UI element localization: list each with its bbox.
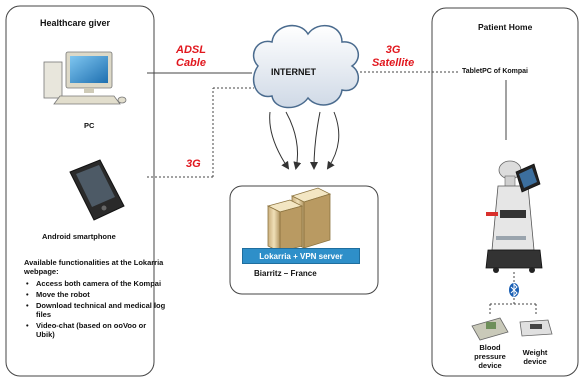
feature-item: Move the robot [26,290,166,299]
satellite-label: 3G Satellite [372,44,414,70]
features-title: Available functionalities at the Lokarri… [24,258,164,276]
weight-device-label: Weight device [515,348,555,366]
adsl-cable-label: ADSL Cable [176,44,206,70]
bluetooth-icon [509,282,519,298]
healthcare-title: Healthcare giver [40,18,111,28]
features-list: Access both camera of the Kompai Move th… [24,279,166,341]
patient-home-title: Patient Home [478,22,533,32]
internet-label: INTERNET [271,67,316,77]
bp-line1: Blood [479,343,501,352]
arrow-server-cloud-4 [326,111,340,170]
blood-pressure-device-icon [471,317,509,341]
threeg-label: 3G [186,158,201,170]
feature-item: Download technical and medical log files [26,301,166,319]
adsl-label-line2: Cable [176,57,206,69]
feature-item: Video-chat (based on ooVoo or Ubik) [26,321,166,339]
server-location: Biarritz – France [254,269,317,278]
arrow-cloud-server-3 [310,111,321,170]
weight-line2: device [523,357,547,366]
smartphone-icon [69,159,125,221]
feature-item: Access both camera of the Kompai [26,279,166,288]
weight-line1: Weight [522,348,548,357]
internet-cloud-icon [252,24,360,109]
arrow-cloud-server-1 [269,111,290,170]
bp-line2: pressure [474,352,506,361]
satellite-label-line2: Satellite [372,57,415,69]
blood-pressure-label: Blood pressure device [470,343,510,370]
tablet-label: TabletPC of Kompai [462,68,528,75]
arrow-server-cloud-2 [285,111,302,170]
smartphone-label: Android smartphone [42,232,116,241]
pc-icon [43,51,127,105]
weight-scale-icon [519,319,553,337]
adsl-label-line1: ADSL [176,44,206,56]
server-badge: Lokarria + VPN server [242,248,360,264]
satellite-label-line1: 3G [385,44,401,56]
bp-line3: device [478,361,502,370]
pc-label: PC [84,121,95,130]
robot-icon [485,160,543,273]
server-icon [266,187,332,253]
